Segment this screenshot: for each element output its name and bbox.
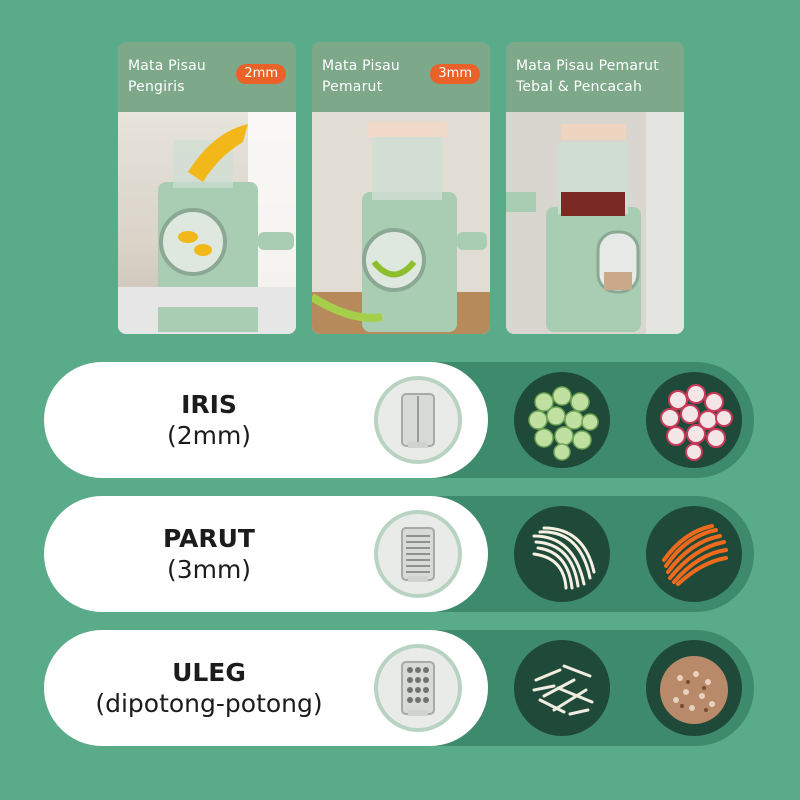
mode-size: (2mm) bbox=[166, 421, 252, 450]
card-header bbox=[506, 42, 684, 112]
shredded-carrot-plate bbox=[646, 506, 742, 602]
product-photo bbox=[312, 112, 490, 334]
card-coarse-chopper-blade: Mata Pisau Pemarut Tebal & Pencacah bbox=[506, 42, 684, 334]
mode-label: ULEG (dipotong-potong) bbox=[44, 630, 374, 746]
chopper-blade-icon bbox=[374, 644, 462, 732]
mode-label: PARUT (3mm) bbox=[44, 496, 374, 612]
card-title: Mata Pisau Pemarut Tebal & Pencacah bbox=[516, 58, 659, 95]
card-title: Mata Pisau Pengiris bbox=[128, 58, 206, 95]
slicer-blade-icon bbox=[374, 376, 462, 464]
mode-name: IRIS bbox=[181, 390, 237, 419]
grater-blade-icon bbox=[374, 510, 462, 598]
card-grater-blade: Mata Pisau Pemarut 3mm bbox=[312, 42, 490, 334]
size-badge: 2mm bbox=[236, 64, 286, 84]
mode-size: (3mm) bbox=[166, 555, 252, 584]
mode-name: PARUT bbox=[163, 524, 255, 553]
card-slicer-blade: Mata Pisau Pengiris 2mm bbox=[118, 42, 296, 334]
radish-slices-plate bbox=[646, 372, 742, 468]
row-iris: IRIS (2mm) bbox=[44, 362, 754, 478]
mode-size: (dipotong-potong) bbox=[95, 689, 323, 718]
card-title: Mata Pisau Pemarut bbox=[322, 58, 400, 95]
product-photo bbox=[118, 112, 296, 334]
product-photo bbox=[506, 112, 684, 334]
row-uleg: ULEG (dipotong-potong) bbox=[44, 630, 754, 746]
chopped-shallot-plate bbox=[646, 640, 742, 736]
cucumber-slices-plate bbox=[514, 372, 610, 468]
mode-label: IRIS (2mm) bbox=[44, 362, 374, 478]
shredded-radish-plate bbox=[514, 506, 610, 602]
row-parut: PARUT (3mm) bbox=[44, 496, 754, 612]
mode-name: ULEG bbox=[172, 658, 246, 687]
chopped-radish-plate bbox=[514, 640, 610, 736]
size-badge: 3mm bbox=[430, 64, 480, 84]
